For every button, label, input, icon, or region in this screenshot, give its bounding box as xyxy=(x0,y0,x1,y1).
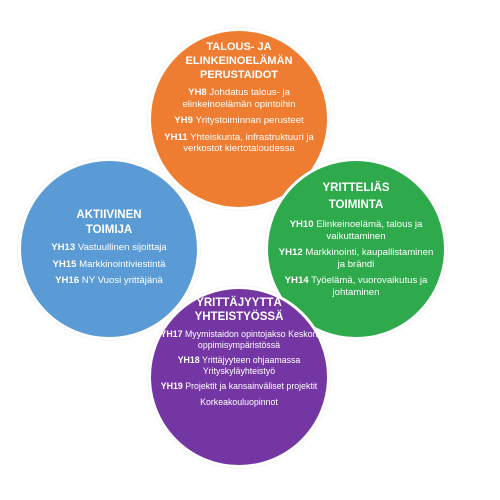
course-item: Korkeakouluopinnot xyxy=(156,397,322,408)
course-text: Vastuullinen sijoittaja xyxy=(77,242,167,253)
course-item: YH19 Projektit ja kansainväliset projekt… xyxy=(156,381,322,392)
course-text: Työelämä, vuorovaikutus ja johtaminen xyxy=(311,275,428,298)
course-code: YH17 xyxy=(160,329,183,339)
course-text: Korkeakouluopinnot xyxy=(200,396,278,407)
title-line: YRITTELIÄS xyxy=(322,182,390,194)
course-text: Johdatus talous- ja elinkeinoelämän opin… xyxy=(182,87,296,110)
title-yritteliaas: YRITTELIÄS TOIMINTA xyxy=(278,180,434,214)
course-item: YH15 Markkinointiviestintä xyxy=(36,259,182,271)
course-code: YH8 xyxy=(188,87,207,98)
course-text: Elinkeinoelämä, talous ja vaikuttaminen xyxy=(316,219,423,242)
title-line: PERUSTAIDOT xyxy=(199,69,279,81)
title-talous: TALOUS- JA ELINKEINOELÄMÄN PERUSTAIDOT xyxy=(160,40,318,82)
title-line: YRITTÄJYYTTÄ xyxy=(196,297,282,309)
title-aktiivinen: AKTIIVINEN TOIMIJA xyxy=(36,208,182,237)
title-line: AKTIIVINEN xyxy=(76,209,142,221)
circle-yrittajyytta xyxy=(148,286,330,468)
course-code: YH19 xyxy=(160,381,183,392)
course-item: YH14 Työelämä, vuorovaikutus ja johtamin… xyxy=(278,275,434,298)
circle-talous xyxy=(148,28,330,210)
block-talous: TALOUS- JA ELINKEINOELÄMÄN PERUSTAIDOT Y… xyxy=(160,40,318,155)
title-line: TALOUS- JA xyxy=(206,41,272,53)
circle-yritteliaas xyxy=(265,158,447,340)
course-item: YH9 Yritystoiminnan perusteet xyxy=(160,115,318,127)
course-item: YH13 Vastuullinen sijoittaja xyxy=(36,242,182,254)
course-item: YH12 Markkinointi, kaupallistaminen ja b… xyxy=(278,247,434,270)
course-item: YH18 Yrittäjyyteen ohjaamassa Yrityskylä… xyxy=(156,355,322,376)
course-code: YH14 xyxy=(284,275,309,286)
block-aktiivinen: AKTIIVINEN TOIMIJA YH13 Vastuullinen sij… xyxy=(36,208,182,287)
course-code: YH18 xyxy=(177,355,200,366)
title-line: TOIMINTA xyxy=(328,199,384,211)
course-code: YH16 xyxy=(55,275,80,286)
course-code: YH10 xyxy=(289,219,314,230)
title-line: ELINKEINOELÄMÄN xyxy=(185,55,293,67)
block-yritteliaas: YRITTELIÄS TOIMINTA YH10 Elinkeinoelämä,… xyxy=(278,180,434,298)
course-text: Yhteiskunta, infrastruktuuri ja verkosto… xyxy=(183,131,314,155)
course-item: YH10 Elinkeinoelämä, talous ja vaikuttam… xyxy=(278,219,434,242)
course-text: Myymistaidon opintojakso Keskon oppimisy… xyxy=(184,329,318,350)
course-text: Yrittäjyyteen ohjaamassa Yrityskyläyhtei… xyxy=(202,355,301,376)
course-item: YH11 Yhteiskunta, infrastruktuuri ja ver… xyxy=(160,132,318,155)
title-line: YHTEISTYÖSSÄ xyxy=(194,311,284,323)
course-code: YH15 xyxy=(52,258,77,270)
title-yrittajyytta: YRITTÄJYYTTÄ YHTEISTYÖSSÄ xyxy=(156,296,322,324)
course-item: YH8 Johdatus talous- ja elinkeinoelämän … xyxy=(160,87,318,110)
course-text: Projektit ja kansainväliset projektit xyxy=(185,381,318,392)
course-code: YH12 xyxy=(278,247,303,258)
course-item: YH17 Myymistaidon opintojakso Keskon opp… xyxy=(156,329,322,350)
course-code: YH13 xyxy=(51,242,76,253)
course-text: Markkinointi, kaupallistaminen ja brändi xyxy=(305,247,434,270)
course-code: YH11 xyxy=(164,131,188,143)
circle-aktiivinen xyxy=(18,158,200,340)
block-yrittajyytta: YRITTÄJYYTTÄ YHTEISTYÖSSÄ YH17 Myymistai… xyxy=(156,296,322,408)
course-text: Yritystoiminnan perusteet xyxy=(195,115,304,126)
title-line: TOIMIJA xyxy=(85,223,133,236)
course-text: NY Vuosi yrittäjänä xyxy=(81,275,163,286)
course-text: Markkinointiviestintä xyxy=(79,258,166,270)
course-item: YH16 NY Vuosi yrittäjänä xyxy=(36,275,182,287)
course-code: YH9 xyxy=(174,115,193,126)
